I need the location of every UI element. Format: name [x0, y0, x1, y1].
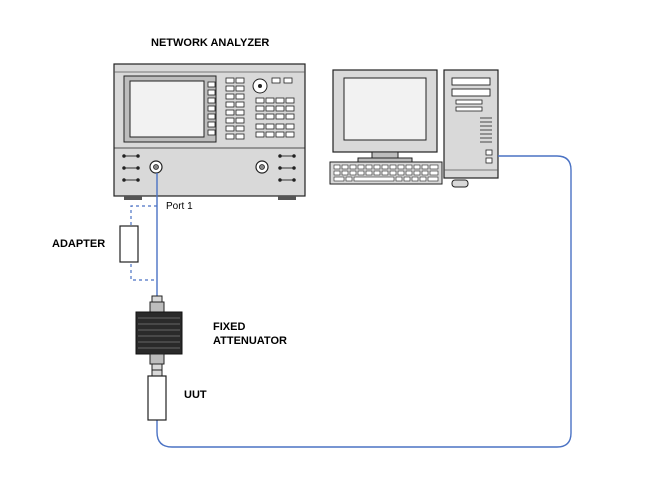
computer-mouse-icon	[451, 179, 469, 188]
computer	[329, 69, 499, 188]
cable-uut-to-computer	[156, 155, 572, 448]
adapter-label: ADAPTER	[52, 238, 106, 250]
computer-monitor-screen	[343, 77, 427, 141]
analyzer-keypad	[225, 77, 295, 140]
network-analyzer	[113, 63, 306, 200]
fixed-attenuator-label-line2: ATTENUATOR	[213, 335, 287, 347]
adapter-body	[119, 225, 139, 263]
analyzer-softkeys	[207, 81, 216, 136]
analyzer-arrow-markers-right	[278, 154, 296, 182]
uut	[147, 369, 167, 421]
analyzer-arrow-markers-left	[122, 154, 140, 182]
analyzer-screen	[129, 80, 205, 138]
fixed-attenuator	[135, 295, 183, 371]
network-analyzer-label: NETWORK ANALYZER	[151, 37, 270, 49]
port-1-label: Port 1	[166, 201, 193, 212]
uut-label: UUT	[184, 389, 207, 401]
computer-keyboard	[329, 161, 443, 185]
fixed-attenuator-label-line1: FIXED	[213, 321, 246, 333]
computer-tower	[443, 69, 499, 179]
